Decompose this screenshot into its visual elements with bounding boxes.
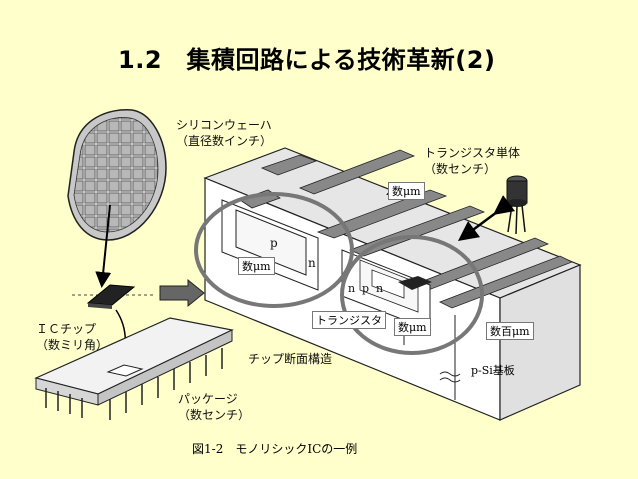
few-micron-top-label: 数μm (238, 257, 275, 275)
tens-micron-label: 数μm (388, 182, 425, 200)
ic-chip-label: ＩＣチップ (36, 322, 97, 336)
hundreds-micron-label: 数百μm (486, 322, 534, 340)
slide-title: 1.2 集積回路による技術革新(2) (118, 46, 496, 74)
chip-to-section-arrow (159, 278, 205, 308)
p-region-label: p (270, 236, 278, 250)
ic-chip (86, 284, 136, 309)
package-size-label: （数センチ） (178, 408, 251, 422)
highlight-ellipse-right (340, 235, 484, 355)
wafer-label: シリコンウェーハ (176, 118, 272, 132)
transistor-unit-size-label: （数センチ） (424, 162, 497, 176)
npn-n2-label: n (376, 282, 384, 295)
ic-chip-size-label: （数ミリ角） (36, 338, 109, 352)
wafer-size-label: （直径数インチ） (176, 134, 273, 148)
n-region-label: n (308, 256, 316, 270)
substrate-label: p-Si基板 (471, 364, 515, 377)
cross-section-label: チップ断面構造 (248, 352, 333, 366)
chip-cross-section (203, 147, 582, 421)
highlight-ellipse-left (194, 192, 354, 308)
transistor-unit-label: トランジスタ単体 (424, 146, 521, 160)
transistor-label: トランジスタ (312, 311, 386, 329)
npn-p-label: p (362, 282, 370, 295)
silicon-wafer (67, 109, 167, 241)
discrete-transistor (506, 175, 528, 235)
size-comparison-arrow (457, 195, 516, 241)
package-label: パッケージ (178, 392, 238, 406)
npn-n1-label: n (348, 282, 356, 295)
wafer-to-chip-arrow (95, 204, 112, 288)
figure-caption: 図1-2 モノリシックICの一例 (192, 442, 358, 456)
ic-package (34, 317, 234, 420)
few-micron-side-label: 数μm (394, 318, 431, 336)
